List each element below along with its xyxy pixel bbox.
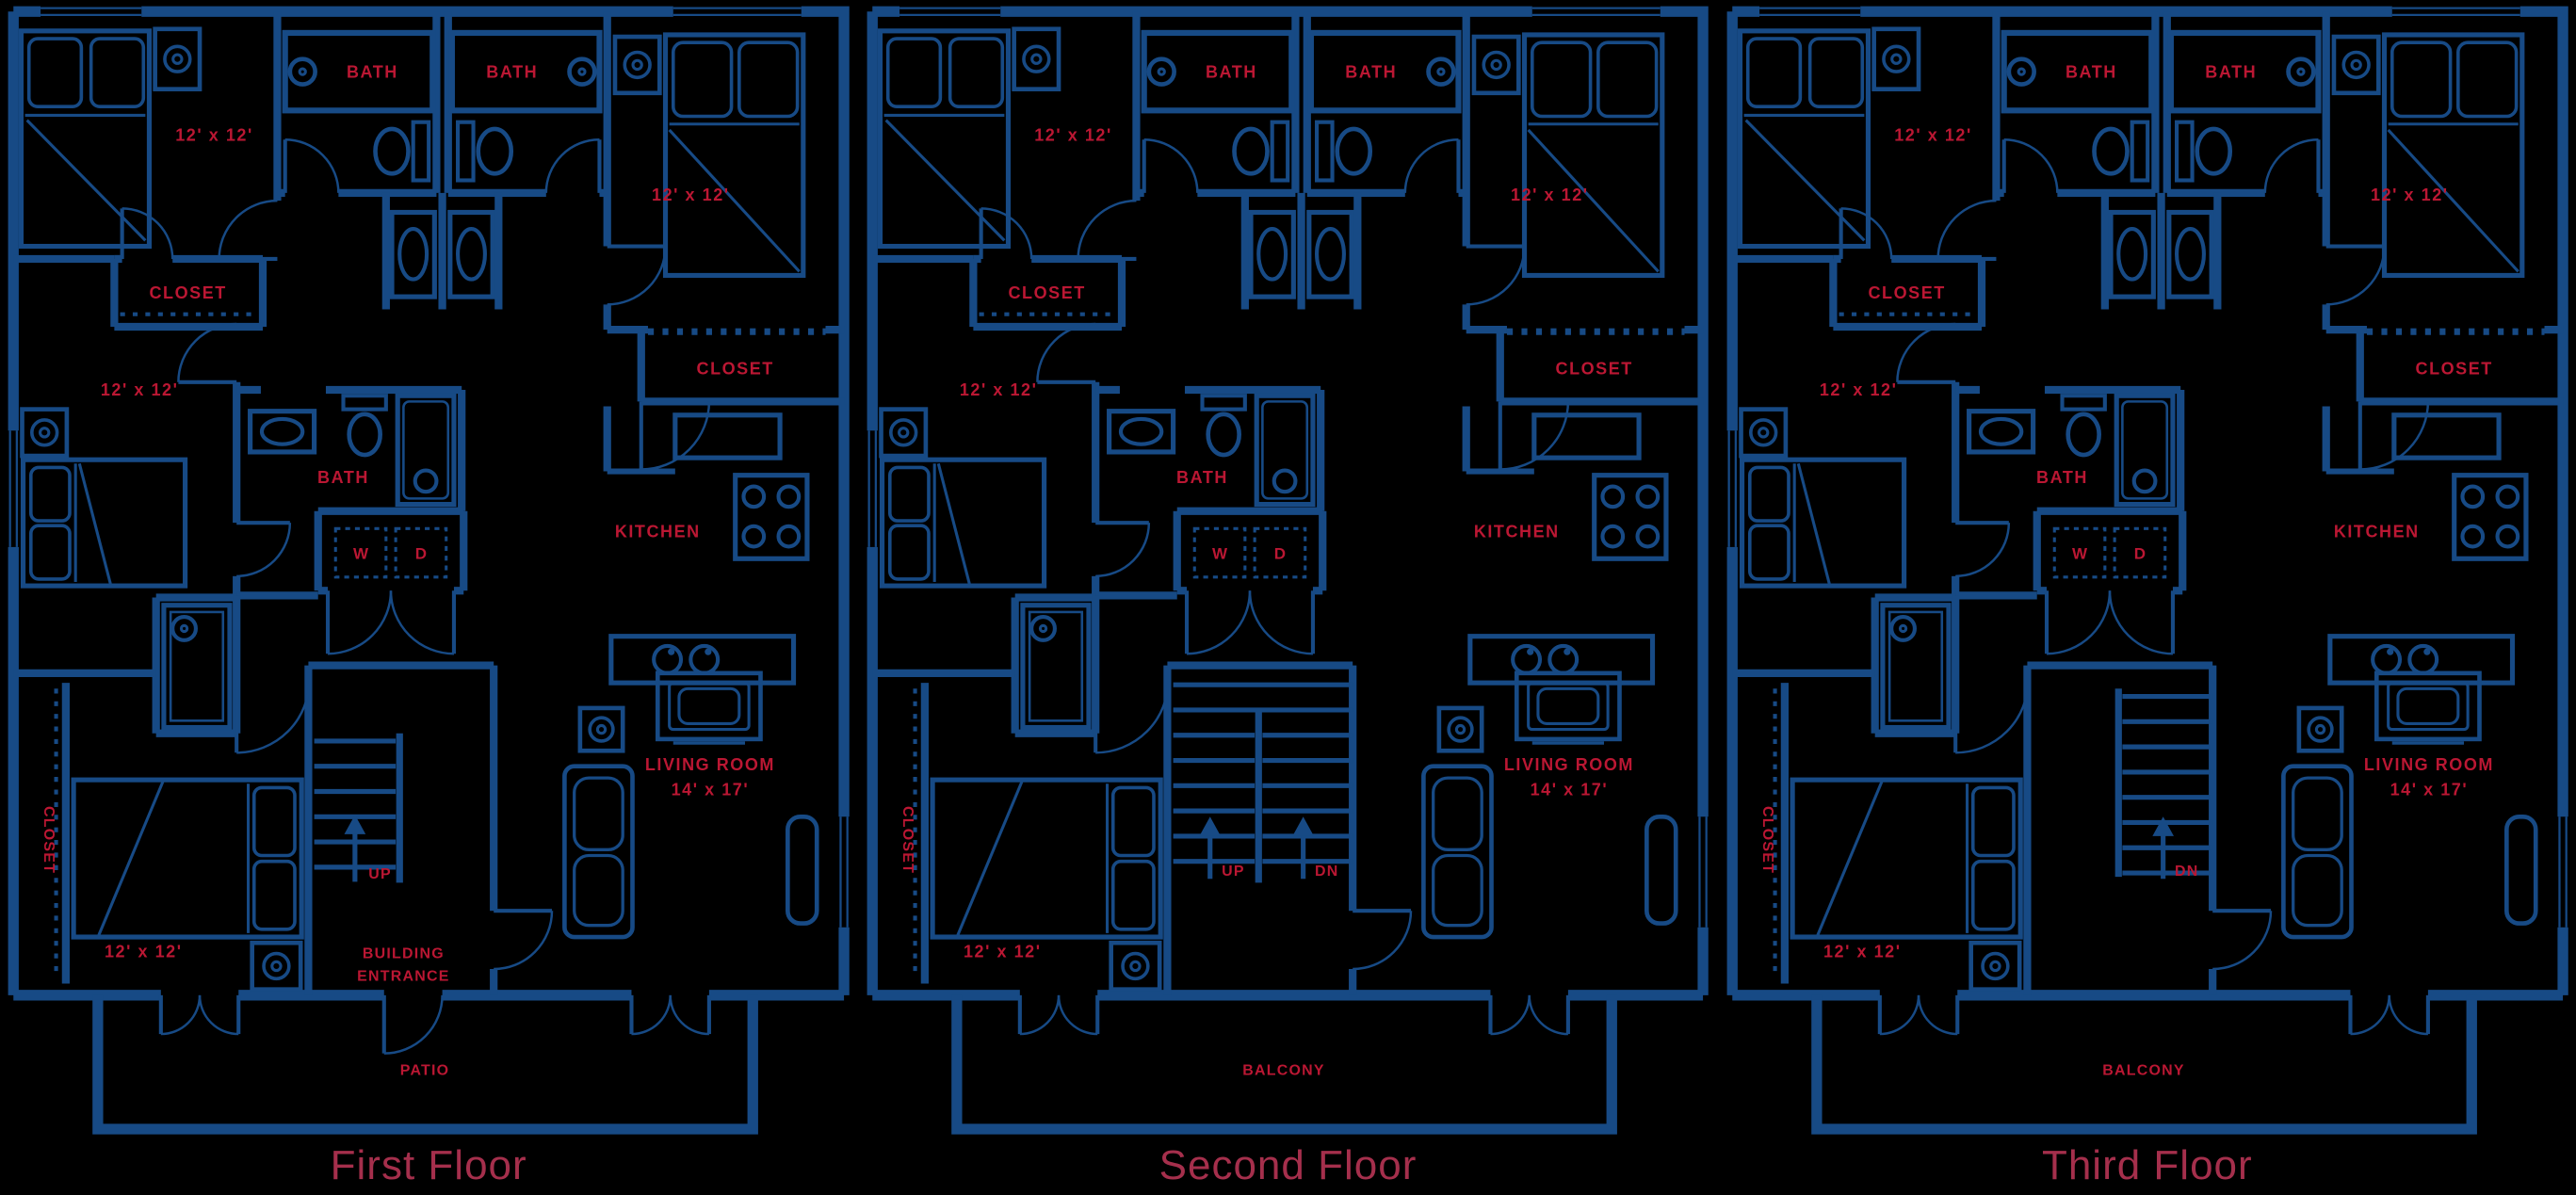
- label-bedroom-middle-dim: 12' x 12': [101, 380, 179, 399]
- label-closet-left: CLOSET: [1868, 283, 1945, 302]
- label-living-room-dim: 14' x 17': [672, 781, 750, 799]
- bath-fixtures-group: [1880, 29, 2322, 731]
- label-kitchen: KITCHEN: [1474, 523, 1560, 541]
- label-stair-down: DN: [1315, 864, 1339, 880]
- label-bath-top-right: BATH: [486, 62, 538, 81]
- label-bedroom-bottom-dim: 12' x 12': [964, 943, 1042, 961]
- label-bath-top-right: BATH: [2205, 62, 2257, 81]
- floor-first: 12' x 12' 12' x 12' 12' x 12' 12' x 12' BATH…: [6, 4, 851, 1195]
- label-closet-strip: CLOSET: [900, 806, 916, 874]
- floor-title-third: Third Floor: [2041, 1142, 2253, 1189]
- floor-plan-drawing-first: 12' x 12' 12' x 12' 12' x 12' 12' x 12' BATH…: [7, 5, 851, 1135]
- label-closet-left: CLOSET: [1009, 283, 1086, 302]
- label-bedroom-top-left-dim: 12' x 12': [1894, 125, 1972, 144]
- label-stair-up: UP: [368, 866, 392, 882]
- floor-plan-drawing-second: 12' x 12' 12' x 12' 12' x 12' 12' x 12' BATH…: [866, 5, 1710, 1135]
- bath-fixtures-group: [1020, 29, 1462, 731]
- kitchen-fixtures-group: [2325, 412, 2529, 686]
- floor-title-second: Second Floor: [1158, 1142, 1418, 1189]
- stairs-group: [2114, 688, 2212, 880]
- label-bedroom-top-right-dim: 12' x 12': [2371, 186, 2449, 204]
- label-outdoor-area: PATIO: [400, 1062, 450, 1078]
- label-bedroom-bottom-dim: 12' x 12': [1823, 943, 1902, 961]
- label-closet-right: CLOSET: [1556, 360, 1633, 379]
- label-outdoor-area: BALCONY: [2102, 1062, 2185, 1078]
- label-closet-strip: CLOSET: [41, 806, 57, 874]
- bath-fixtures-group: [161, 29, 603, 731]
- label-entrance-line2: ENTRANCE: [357, 968, 450, 984]
- floor-plan-drawing-third: 12' x 12' 12' x 12' 12' x 12' 12' x 12' BATH…: [1725, 5, 2569, 1135]
- walls-group: [1725, 5, 2569, 1135]
- down-arrow-icon: [1292, 816, 1315, 880]
- kitchen-fixtures-group: [607, 412, 810, 686]
- label-bedroom-top-right-dim: 12' x 12': [1511, 186, 1589, 204]
- label-living-room: LIVING ROOM: [1504, 755, 1634, 774]
- label-dryer: D: [2133, 544, 2145, 562]
- kitchen-fixtures-group: [1466, 412, 1669, 686]
- label-bath-middle: BATH: [1176, 468, 1228, 487]
- label-living-room-dim: 14' x 17': [2390, 781, 2468, 799]
- label-kitchen: KITCHEN: [2333, 523, 2419, 541]
- label-closet-left: CLOSET: [150, 283, 227, 302]
- label-closet-right: CLOSET: [2415, 360, 2492, 379]
- label-bedroom-middle-dim: 12' x 12': [960, 380, 1038, 399]
- labels-group: 12' x 12' 12' x 12' 12' x 12' 12' x 12' BATH…: [41, 62, 775, 1078]
- furniture-group: [18, 26, 819, 992]
- up-arrow-icon: [1199, 816, 1222, 880]
- labels-group: 12' x 12' 12' x 12' 12' x 12' 12' x 12' BATH…: [900, 62, 1634, 1078]
- label-bath-top-left: BATH: [1206, 62, 1257, 81]
- label-bath-middle: BATH: [317, 468, 369, 487]
- label-stair-down: DN: [2175, 864, 2199, 880]
- label-bath-middle: BATH: [2036, 468, 2088, 487]
- label-bath-top-left: BATH: [347, 62, 398, 81]
- label-living-room: LIVING ROOM: [645, 755, 775, 774]
- label-bedroom-bottom-dim: 12' x 12': [105, 943, 183, 961]
- label-stair-up: UP: [1222, 864, 1245, 880]
- labels-group: 12' x 12' 12' x 12' 12' x 12' 12' x 12' BATH…: [1759, 62, 2494, 1078]
- walls-group: [7, 5, 851, 1135]
- label-entrance-line1: BUILDING: [363, 946, 445, 962]
- label-living-room: LIVING ROOM: [2364, 755, 2494, 774]
- doors-group: [1839, 137, 2430, 1036]
- label-closet-strip: CLOSET: [1759, 806, 1775, 874]
- walls-group: [866, 5, 1710, 1135]
- label-outdoor-area: BALCONY: [1243, 1062, 1326, 1078]
- stairs-group: [314, 733, 403, 883]
- label-dryer: D: [415, 544, 427, 562]
- label-closet-right: CLOSET: [697, 360, 774, 379]
- label-washer: W: [1212, 544, 1228, 562]
- label-bedroom-top-right-dim: 12' x 12': [652, 186, 730, 204]
- label-bath-top-left: BATH: [2066, 62, 2117, 81]
- label-bedroom-top-left-dim: 12' x 12': [175, 125, 253, 144]
- down-arrow-icon: [2151, 816, 2174, 880]
- label-bath-top-right: BATH: [1346, 62, 1398, 81]
- stairs-group: [1173, 682, 1353, 883]
- label-bedroom-middle-dim: 12' x 12': [1820, 380, 1898, 399]
- floor-title-first: First Floor: [330, 1142, 527, 1189]
- label-bedroom-top-left-dim: 12' x 12': [1035, 125, 1113, 144]
- label-washer: W: [2072, 544, 2088, 562]
- label-dryer: D: [1274, 544, 1286, 562]
- label-washer: W: [353, 544, 369, 562]
- label-kitchen: KITCHEN: [615, 523, 701, 541]
- up-arrow-icon: [344, 815, 366, 882]
- floor-third: 12' x 12' 12' x 12' 12' x 12' 12' x 12' BATH…: [1725, 4, 2570, 1195]
- floor-second: 12' x 12' 12' x 12' 12' x 12' 12' x 12' BATH…: [865, 4, 1710, 1195]
- label-living-room-dim: 14' x 17': [1531, 781, 1609, 799]
- furniture-group: [1737, 26, 2538, 992]
- furniture-group: [878, 26, 1678, 992]
- doors-group: [979, 137, 1571, 1036]
